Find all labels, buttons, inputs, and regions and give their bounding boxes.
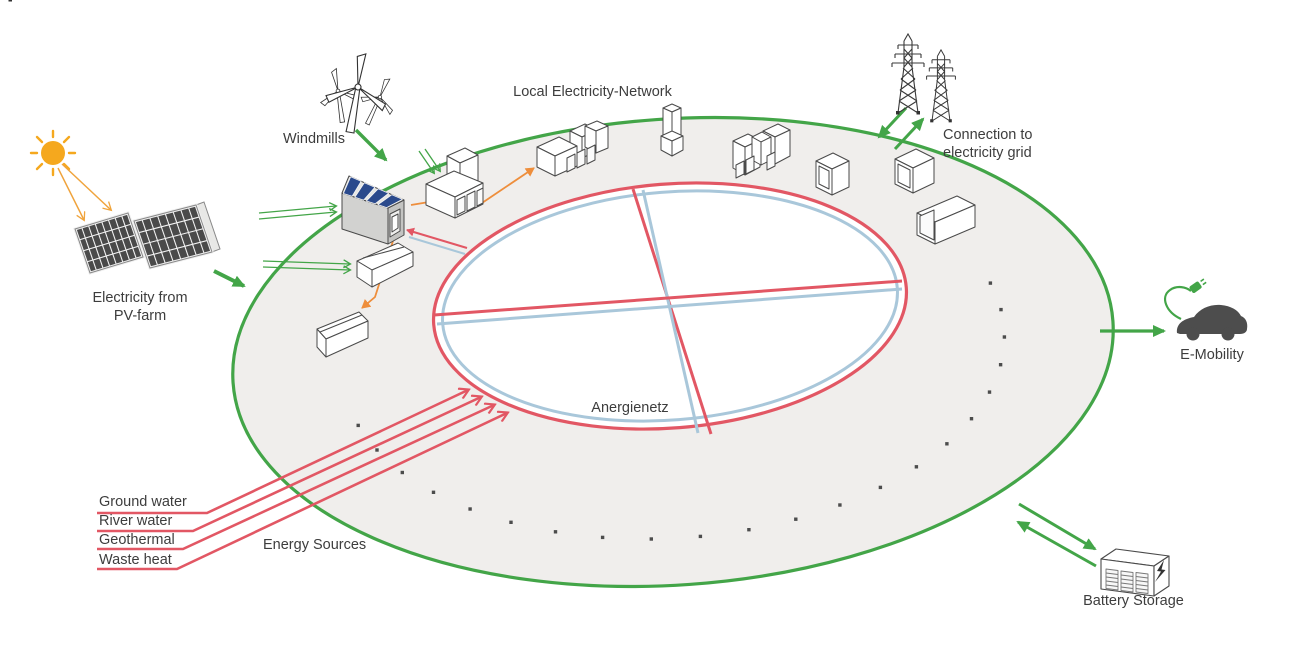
anergy-chord-cold-v — [641, 189, 700, 434]
dot — [988, 281, 993, 285]
pylon-icon — [8, 0, 956, 123]
buildings — [316, 103, 976, 358]
solar-panel-icon — [377, 194, 403, 209]
dot — [553, 530, 558, 534]
battery-icon — [1100, 548, 1170, 597]
dot — [999, 307, 1003, 312]
service-line-cold — [408, 236, 466, 255]
dot — [468, 507, 472, 511]
building-wedge — [356, 242, 414, 288]
battery-discharge-arrow — [1016, 520, 1097, 568]
building-wedge — [916, 195, 976, 245]
grid-import-arrow — [877, 106, 908, 139]
local-grid-lines — [258, 148, 440, 270]
charging-cable — [1164, 285, 1192, 320]
anergy-chord-warm-h — [433, 279, 903, 317]
solar-panel-icon — [342, 176, 362, 197]
dot — [600, 535, 605, 540]
pv-arrow — [213, 269, 246, 288]
feeder-line — [258, 212, 336, 220]
service-line-warm — [406, 227, 468, 249]
dot — [509, 520, 513, 524]
feeder-line — [258, 206, 336, 214]
energy-source-lines — [97, 390, 507, 571]
building-block-cluster — [732, 123, 791, 179]
green-arrows — [213, 106, 1166, 568]
dot — [969, 417, 974, 421]
dot — [794, 517, 798, 521]
emobility-label: E-Mobility — [1180, 347, 1244, 363]
feeder-line — [418, 150, 434, 173]
feeder-line — [424, 148, 440, 171]
solar-panel-icon — [354, 182, 376, 201]
building-slanted-box — [316, 311, 369, 358]
battery-charge-arrow — [1018, 502, 1097, 551]
ground-water-line — [97, 390, 468, 515]
feeder-line — [262, 261, 350, 264]
dot — [431, 490, 436, 494]
battery-grille — [1105, 568, 1149, 594]
building-pv-house — [341, 175, 405, 245]
charging-plug-icon — [1189, 278, 1207, 293]
dot — [1002, 335, 1007, 339]
pv-grid-lines — [137, 206, 209, 267]
dot — [998, 363, 1003, 367]
dot — [375, 448, 379, 452]
dot — [987, 390, 992, 394]
car-icon — [1164, 278, 1248, 341]
anergienetz-label: Anergienetz — [591, 400, 669, 416]
river-water-line — [97, 397, 481, 533]
dot — [698, 534, 703, 539]
building-block-cluster — [536, 120, 609, 177]
dot — [649, 537, 653, 541]
building-house — [894, 148, 935, 194]
dot — [400, 470, 404, 475]
link-line — [481, 167, 535, 204]
grid-export-arrow — [893, 117, 925, 151]
pv-grid — [137, 206, 209, 267]
sun-icon — [29, 129, 111, 220]
building-small-box — [815, 152, 850, 196]
source-label-river-water: River water — [99, 513, 173, 529]
waste-heat-line — [97, 413, 507, 571]
windmills-label: Windmills — [282, 131, 345, 147]
dot — [945, 442, 949, 446]
grid-connection-label: Connection to electricity grid — [943, 127, 1033, 161]
dot — [878, 485, 883, 490]
solar-panel-icon — [365, 188, 390, 205]
lightning-icon — [1155, 560, 1166, 582]
battery-storage-label: Battery Storage — [1083, 593, 1184, 609]
feeder-line — [262, 267, 350, 270]
source-label-geothermal: Geothermal — [99, 532, 175, 548]
local-network-label: Local Electricity-Network — [513, 84, 672, 100]
source-label-ground-water: Ground water — [99, 494, 187, 510]
dot — [838, 503, 842, 507]
sun-ray-arrow — [61, 163, 111, 210]
source-label-waste-heat: Waste heat — [99, 552, 172, 568]
sun-ray-arrow — [57, 167, 84, 220]
dot — [914, 465, 919, 469]
building-rowhouse — [425, 147, 484, 219]
pv-panel-icon — [73, 201, 221, 275]
dot — [747, 528, 751, 532]
dot — [356, 423, 360, 428]
building-tower — [660, 103, 684, 157]
anergy-ring — [406, 181, 909, 435]
pv-grid-lines — [78, 214, 140, 272]
windmill-icon — [319, 53, 394, 134]
anergy-chord-cold-h — [436, 287, 903, 326]
geothermal-line — [97, 405, 494, 551]
pv-farm-label: Electricity from PV-farm — [92, 290, 188, 324]
energy-sources-label: Energy Sources — [263, 537, 367, 553]
dotted-arc — [356, 281, 1007, 541]
pv-grid — [78, 214, 140, 272]
windmill-arrow — [354, 128, 388, 162]
